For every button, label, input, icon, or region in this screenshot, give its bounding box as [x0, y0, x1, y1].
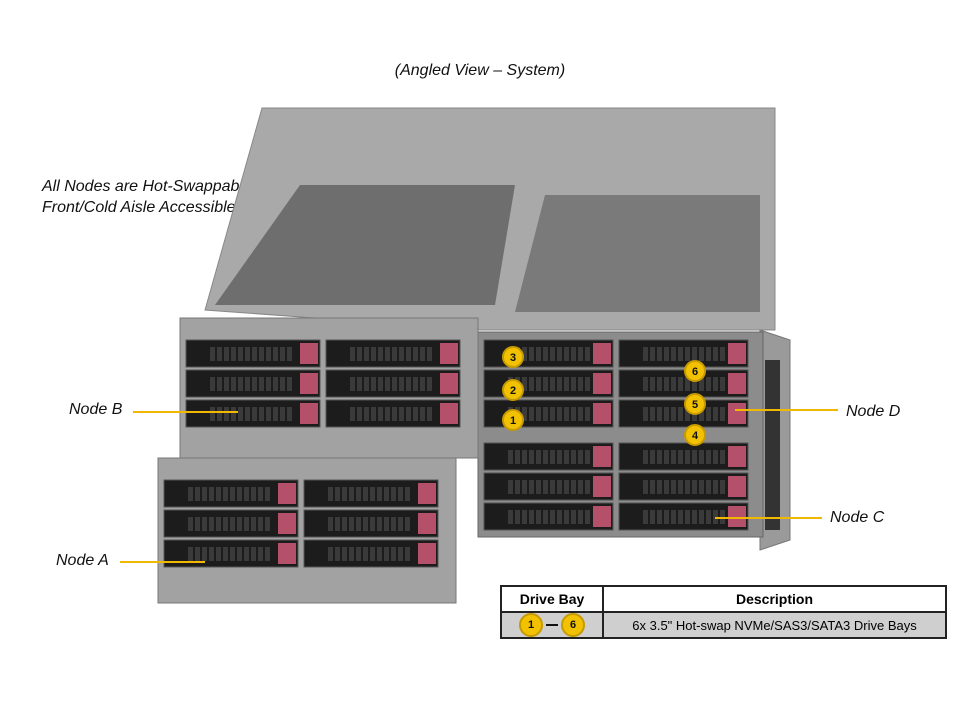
drive-tray — [163, 479, 299, 508]
drive-latch — [593, 506, 611, 527]
drive-latch — [300, 343, 318, 364]
drive-tray — [303, 509, 439, 538]
drive-bay-description: 6x 3.5" Hot-swap NVMe/SAS3/SATA3 Drive B… — [602, 611, 947, 639]
drive-latch — [728, 343, 746, 364]
top-panel-left — [215, 185, 515, 305]
drive-latch — [278, 543, 296, 564]
drive-latch — [593, 403, 611, 424]
drive-latch — [728, 476, 746, 497]
drive-latch — [418, 483, 436, 504]
drive-tray — [185, 369, 321, 398]
drive-latch — [278, 513, 296, 534]
badge-from: 1 — [519, 613, 543, 637]
drive-latch — [593, 446, 611, 467]
drive-bay-badge-1: 1 — [502, 409, 524, 431]
drive-bay-badge-2: 2 — [502, 379, 524, 401]
badge-to: 6 — [561, 613, 585, 637]
top-panel-right — [515, 195, 760, 312]
drive-tray — [325, 369, 461, 398]
drive-latch — [728, 373, 746, 394]
range-dash — [546, 624, 558, 626]
drive-tray — [618, 399, 749, 428]
svg-text:2: 2 — [510, 385, 516, 397]
header-description: Description — [602, 585, 947, 613]
drive-bay-badge-3: 3 — [502, 346, 524, 368]
drive-latch — [300, 373, 318, 394]
drive-tray — [618, 442, 749, 471]
drive-tray — [303, 479, 439, 508]
drive-tray — [483, 502, 614, 531]
note-line-2: Front/Cold Aisle Accessible — [42, 199, 236, 216]
node-d-label: Node D — [846, 403, 901, 420]
node-b-label: Node B — [69, 401, 123, 418]
drive-tray — [325, 339, 461, 368]
drive-latch — [728, 446, 746, 467]
drive-tray — [185, 399, 321, 428]
drive-latch — [440, 373, 458, 394]
drive-tray — [618, 339, 749, 368]
drive-latch — [300, 403, 318, 424]
svg-text:4: 4 — [692, 430, 699, 442]
svg-text:1: 1 — [510, 415, 516, 427]
drive-bay-badge-5: 5 — [684, 393, 706, 415]
drive-latch — [440, 403, 458, 424]
drive-latch — [440, 343, 458, 364]
control-panel — [765, 360, 780, 530]
drive-latch — [593, 476, 611, 497]
drive-tray — [325, 399, 461, 428]
drive-tray — [618, 369, 749, 398]
drive-tray — [618, 472, 749, 501]
drive-tray — [618, 502, 749, 531]
drive-tray — [483, 442, 614, 471]
note-line-1: All Nodes are Hot-Swappable & — [42, 178, 268, 195]
drive-latch — [728, 506, 746, 527]
drive-tray — [303, 539, 439, 568]
drive-latch — [593, 373, 611, 394]
drive-bay-badge-4: 4 — [684, 424, 706, 446]
drive-tray — [185, 339, 321, 368]
header-drive-bay: Drive Bay — [500, 585, 604, 613]
drive-latch — [418, 513, 436, 534]
drive-bay-badge-6: 6 — [684, 360, 706, 382]
drive-latch — [728, 403, 746, 424]
node-a-label: Node A — [56, 552, 109, 569]
drive-tray — [163, 509, 299, 538]
drive-latch — [418, 543, 436, 564]
node-c-label: Node C — [830, 509, 885, 526]
svg-text:5: 5 — [692, 399, 698, 411]
svg-text:6: 6 — [692, 366, 698, 378]
drive-latch — [278, 483, 296, 504]
svg-text:3: 3 — [510, 352, 516, 364]
drive-tray — [483, 472, 614, 501]
diagram-title: (Angled View – System) — [394, 62, 566, 79]
drive-latch — [593, 343, 611, 364]
